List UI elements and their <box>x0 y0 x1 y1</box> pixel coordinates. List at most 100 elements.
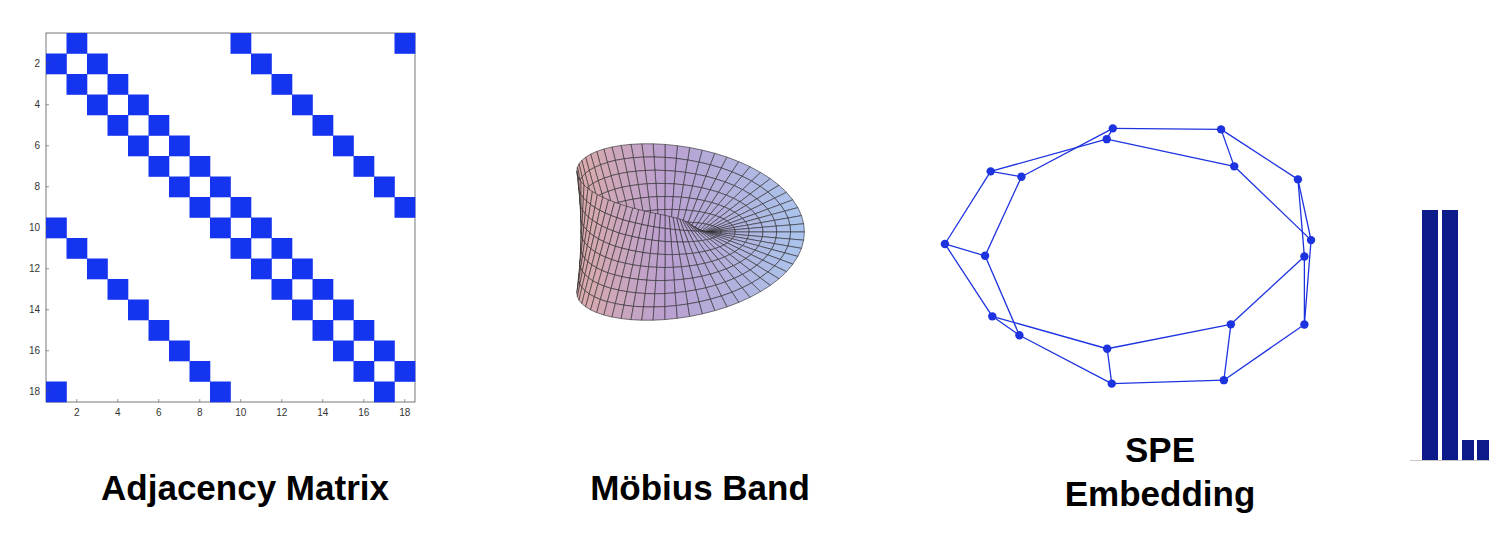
matrix-entry <box>149 115 170 136</box>
axis-tick-label: 2 <box>34 58 40 70</box>
ladder-vertex <box>1108 379 1116 387</box>
tick-mark <box>158 399 159 402</box>
matrix-entry <box>292 300 313 321</box>
tick-mark <box>363 399 364 402</box>
matrix-entry <box>251 218 272 239</box>
band-facet <box>776 225 791 232</box>
tick-mark <box>46 350 49 351</box>
matrix-entry <box>354 361 375 382</box>
band-facet <box>649 254 658 268</box>
matrix-entry <box>46 54 67 75</box>
matrix-entry <box>128 300 149 321</box>
matrix-entry <box>67 74 88 95</box>
ladder-vertex <box>986 167 994 175</box>
matrix-entry <box>272 74 293 95</box>
matrix-entry <box>354 156 375 177</box>
axis-tick-label: 6 <box>34 140 40 152</box>
band-facet <box>676 146 689 160</box>
ladder-edge <box>945 171 991 244</box>
ladder-edge <box>1231 256 1305 324</box>
band-facet <box>654 294 665 308</box>
band-facet <box>644 294 655 308</box>
ladder-edge <box>985 256 1019 335</box>
band-facet <box>665 184 674 197</box>
band-facet <box>653 144 665 158</box>
ladder-vertex <box>1217 125 1225 133</box>
axis-tick-label: 8 <box>197 407 203 419</box>
adjacency-matrix <box>46 33 415 402</box>
matrix-entry <box>128 95 149 116</box>
ladder-vertex <box>1227 320 1235 328</box>
band-facet <box>665 242 672 255</box>
axis-tick-label: 4 <box>34 99 40 111</box>
band-facet <box>676 304 689 318</box>
axis-tick-label: 10 <box>29 222 40 234</box>
axis-tick-label: 4 <box>115 407 121 419</box>
band-facet <box>665 255 673 268</box>
matrix-entry <box>190 361 211 382</box>
matrix-entry <box>395 197 416 218</box>
ladder-edge <box>1298 179 1304 256</box>
matrix-entry <box>333 300 354 321</box>
ladder-edge <box>1107 349 1112 384</box>
ladder-edge <box>945 244 985 256</box>
bar <box>1422 210 1438 460</box>
tick-mark <box>322 399 323 402</box>
bar-baseline <box>1410 460 1490 461</box>
matrix-entry <box>292 259 313 280</box>
matrix-entry <box>395 361 416 382</box>
tick-mark <box>240 399 241 402</box>
ladder-vertex <box>981 252 989 260</box>
band-facet <box>790 224 805 232</box>
band-facet <box>671 242 679 255</box>
ladder-vertex <box>1017 173 1025 181</box>
matrix-entry <box>251 259 272 280</box>
ladder-vertex <box>1294 175 1302 183</box>
tick-mark <box>46 391 49 392</box>
matrix-entry <box>108 115 129 136</box>
ladder-vertex <box>1103 135 1111 143</box>
tick-mark <box>76 399 77 402</box>
ladder-edge <box>1224 324 1231 380</box>
axis-tick-label: 10 <box>235 407 246 419</box>
band-facet <box>675 292 688 306</box>
ladder-vertex <box>1015 331 1023 339</box>
matrix-entry <box>354 320 375 341</box>
ladder-vertex <box>1307 236 1315 244</box>
tick-mark <box>404 399 405 402</box>
matrix-entry <box>251 54 272 75</box>
matrix-entry <box>46 382 67 403</box>
tick-mark <box>46 309 49 310</box>
eigenvalue-bars <box>1410 210 1490 461</box>
band-facet <box>654 157 665 171</box>
band-facet <box>688 302 703 317</box>
ladder-edge <box>991 139 1107 171</box>
matrix-entry <box>374 382 395 403</box>
band-facet <box>665 157 676 171</box>
axis-tick-label: 12 <box>29 263 40 275</box>
band-facet <box>656 267 665 280</box>
ladder-vertex <box>1103 345 1111 353</box>
matrix-entry <box>67 33 88 54</box>
tick-mark <box>281 399 282 402</box>
band-facet <box>665 293 676 307</box>
band-facet <box>665 306 677 320</box>
band-facet <box>673 267 683 280</box>
band-facet <box>633 293 645 307</box>
band-facet <box>647 267 657 281</box>
tick-mark <box>117 399 118 402</box>
tick-mark <box>46 63 49 64</box>
band-facet <box>665 267 674 280</box>
band-facet <box>788 216 804 225</box>
matrix-entry <box>333 341 354 362</box>
ladder-edge <box>1107 139 1234 166</box>
tick-mark <box>46 227 49 228</box>
ladder-edge <box>1021 128 1112 176</box>
band-facet <box>642 307 654 320</box>
tick-mark <box>46 268 49 269</box>
band-facet <box>665 144 677 158</box>
ladder-edge <box>991 171 1022 176</box>
axis-tick-label: 2 <box>74 407 80 419</box>
matrix-entry <box>374 177 395 198</box>
